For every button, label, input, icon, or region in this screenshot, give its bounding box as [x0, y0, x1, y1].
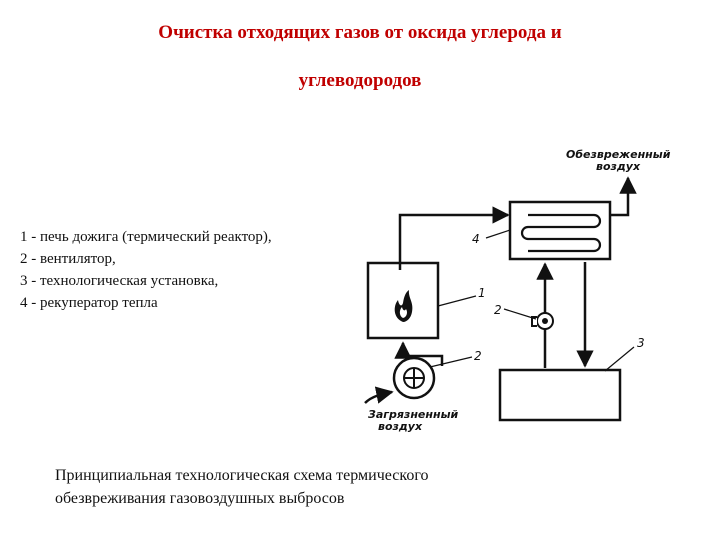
flow-clean-air-outlet	[610, 176, 637, 217]
label-number-2-upper: 2	[494, 303, 502, 317]
legend: 1 - печь дожига (термический реактор), 2…	[20, 226, 272, 314]
dirty-air-label-line-1: Загрязненный	[368, 408, 459, 421]
flame-icon	[394, 290, 413, 322]
legend-item-3: 3 - технологическая установка,	[20, 273, 219, 289]
slide-title-line-1: Очистка отходящих газов от оксида углеро…	[158, 22, 562, 43]
leader-2-upper	[503, 308, 537, 320]
label-number-1: 1	[478, 286, 486, 300]
leader-4	[485, 229, 511, 239]
clean-air-label-line-1: Обезвреженный	[566, 148, 671, 161]
clean-air-label-line-2: воздух	[596, 160, 641, 173]
label-number-2-lower: 2	[474, 349, 482, 363]
caption-line-1: Принципиальная технологическая схема тер…	[55, 467, 429, 484]
caption-line-2: обезвреживания газовоздушных выбросов	[55, 490, 345, 507]
legend-item-1: 1 - печь дожига (термический реактор),	[20, 229, 272, 245]
figure-caption: Принципиальная технологическая схема тер…	[55, 464, 545, 510]
fan-lower	[392, 354, 444, 400]
legend-item-2: 2 - вентилятор,	[20, 251, 116, 267]
legend-item-4: 4 - рекуператор тепла	[20, 295, 158, 311]
slide-title-line-2: углеводородов	[298, 70, 422, 91]
furnace-box	[366, 261, 440, 340]
leader-2-lower	[429, 356, 473, 368]
label-number-3: 3	[637, 336, 645, 350]
process-unit-box	[498, 368, 622, 422]
leader-3	[604, 346, 635, 372]
label-number-4: 4	[472, 232, 480, 246]
fan-upper	[531, 312, 554, 330]
dirty-air-label-line-2: воздух	[378, 420, 423, 433]
leader-1	[437, 295, 477, 307]
dirty-air-inlet-arrow	[364, 386, 394, 404]
heat-exchanger-coil	[520, 213, 602, 253]
flow-furnace-to-recuperator	[398, 206, 510, 270]
